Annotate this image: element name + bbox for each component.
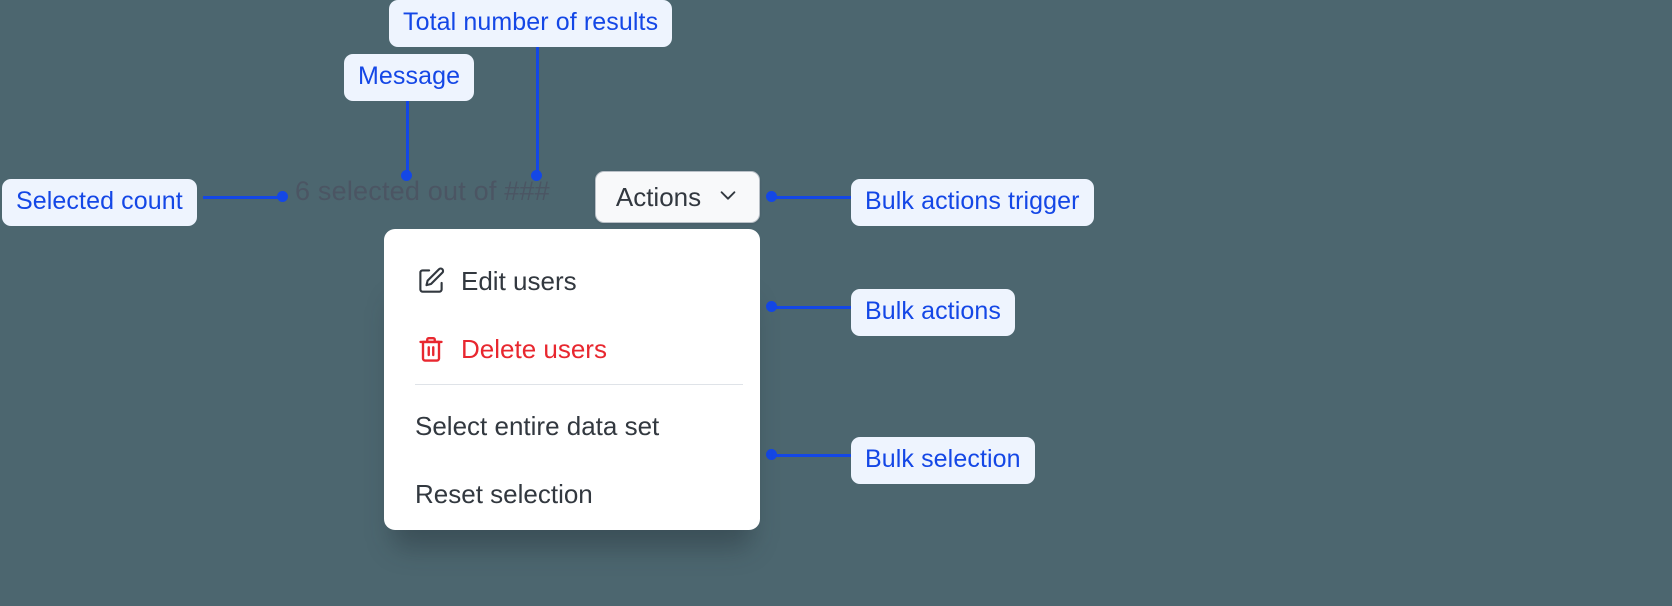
annotation-bulk-actions-trigger: Bulk actions trigger: [851, 179, 1094, 226]
annotation-total-number-of-results: Total number of results: [389, 0, 673, 47]
menu-item-edit-users[interactable]: Edit users: [384, 255, 760, 307]
leader-line-bulk-actions-trigger: [771, 196, 853, 199]
leader-dot-bulk-actions-trigger: [766, 191, 777, 202]
leader-line-bulk-actions: [771, 306, 853, 309]
leader-dot-bulk-actions: [766, 301, 777, 312]
leader-line-message: [406, 90, 409, 176]
menu-item-label: Delete users: [461, 334, 607, 364]
bulk-actions-trigger-label: Actions: [615, 182, 702, 212]
bulk-actions-dropdown-menu: Edit users Delete users Select entire da…: [384, 229, 760, 530]
leader-dot-bulk-selection: [766, 449, 777, 460]
leader-dot-message: [401, 170, 412, 181]
chevron-down-icon: [717, 184, 739, 211]
leader-line-bulk-selection: [771, 454, 853, 457]
leader-dot-total-results: [531, 170, 542, 181]
menu-item-delete-users[interactable]: Delete users: [384, 323, 760, 375]
menu-item-reset-selection[interactable]: Reset selection: [384, 468, 760, 520]
menu-item-label: Edit users: [461, 266, 577, 296]
trash-icon: [415, 333, 447, 365]
menu-item-label: Select entire data set: [415, 411, 660, 441]
annotation-bulk-actions: Bulk actions: [851, 289, 1015, 336]
leader-line-total-results: [536, 38, 539, 176]
leader-line-selected-count: [203, 196, 281, 199]
menu-item-label: Reset selection: [415, 479, 593, 509]
annotation-bulk-selection: Bulk selection: [851, 437, 1035, 484]
annotation-selected-count: Selected count: [2, 179, 197, 226]
bulk-actions-trigger-button[interactable]: Actions: [595, 171, 760, 223]
menu-item-select-entire-data-set[interactable]: Select entire data set: [384, 400, 760, 452]
menu-divider: [415, 384, 743, 385]
pencil-square-icon: [415, 265, 447, 297]
annotation-message: Message: [344, 54, 475, 101]
leader-dot-selected-count: [277, 191, 288, 202]
selection-count-message: 6 selected out of ###: [295, 176, 550, 206]
